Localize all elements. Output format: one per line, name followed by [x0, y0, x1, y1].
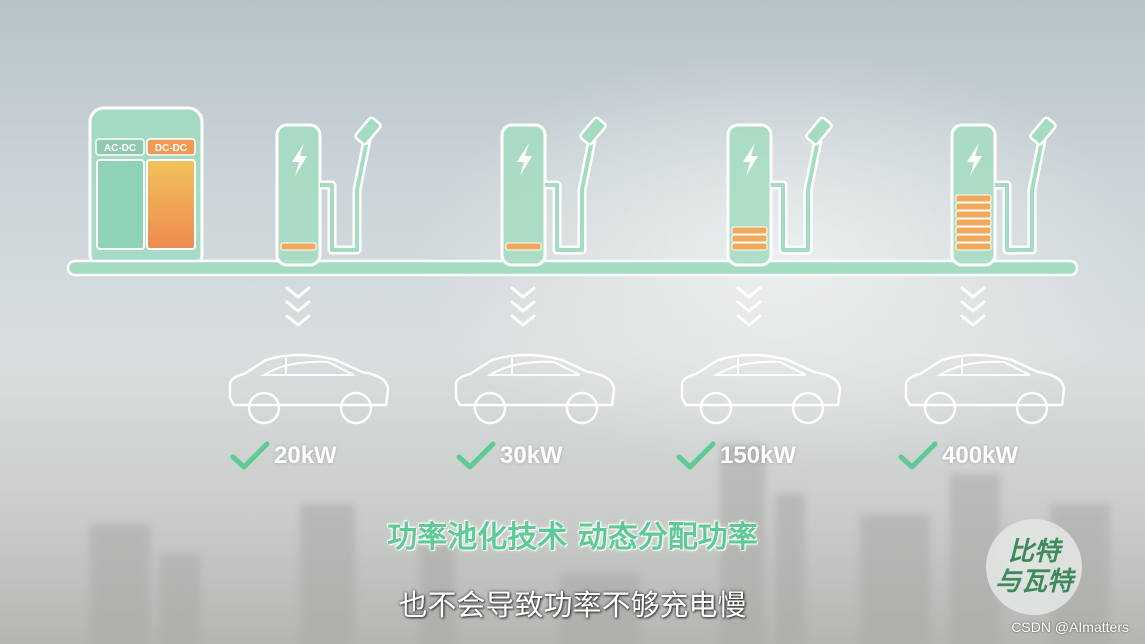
highlight-caption: 功率池化技术 动态分配功率 — [387, 520, 758, 555]
logo-line-1: 比特 — [1007, 537, 1060, 567]
station-2-status: 30kW — [456, 438, 563, 474]
ac-dc-tag — [95, 138, 145, 156]
charger-plug-icon — [805, 116, 833, 146]
chevron-down-icon — [960, 314, 986, 327]
car-icon — [454, 353, 616, 425]
power-block — [955, 194, 992, 203]
power-block — [731, 242, 768, 251]
car-icon — [904, 353, 1066, 425]
power-bus-bar — [66, 259, 1079, 277]
chevron-down-icon — [736, 314, 762, 327]
charger-cable — [771, 139, 820, 252]
station-1-status: 20kW — [230, 438, 337, 474]
dc-dc-tag — [146, 138, 196, 156]
charger-cable — [320, 139, 369, 252]
charger-cable — [995, 139, 1044, 252]
chevron-down-icon — [960, 300, 986, 313]
charger-plug-icon — [579, 116, 607, 146]
charger-cable-outline — [771, 139, 823, 255]
check-icon — [230, 441, 270, 470]
power-block — [955, 242, 992, 251]
power-block — [505, 242, 542, 251]
chevron-down-icon — [960, 286, 986, 299]
power-block — [280, 242, 317, 251]
chevron-down-icon — [285, 300, 311, 313]
station-4-status: 400kW — [898, 438, 1018, 474]
charger-cable-outline — [995, 139, 1047, 255]
ac-dc-unit — [96, 159, 145, 250]
station-1-power-label: 20kW — [274, 442, 337, 469]
brand-logo: 比特 与瓦特 — [986, 519, 1082, 615]
charger-pillar — [275, 123, 322, 267]
charging-station-4 — [950, 116, 1057, 327]
chevron-down-icon — [736, 286, 762, 299]
logo-line-2: 与瓦特 — [994, 567, 1073, 597]
car-icon — [680, 353, 842, 425]
chevron-down-icon — [285, 286, 311, 299]
car-icon — [228, 353, 390, 425]
dc-dc-unit — [146, 159, 196, 250]
check-icon — [676, 441, 716, 470]
check-icon — [456, 441, 496, 470]
subtitle-caption: 也不会导致功率不够充电慢 — [398, 588, 747, 622]
chevron-down-icon — [736, 300, 762, 313]
station-3-power-label: 150kW — [720, 442, 797, 469]
charger-pillar — [500, 123, 547, 267]
power-block — [955, 234, 992, 243]
ac-dc-label: AC-DC — [104, 143, 136, 154]
chevron-down-icon — [510, 300, 536, 313]
lightning-icon — [292, 143, 307, 176]
station-2-power-label: 30kW — [500, 442, 563, 469]
lightning-icon — [967, 143, 982, 176]
power-block — [955, 226, 992, 235]
power-block — [955, 210, 992, 219]
watermark: CSDN @AImatters — [1011, 619, 1129, 635]
charging-station-2 — [500, 116, 607, 327]
charging-station-1 — [275, 116, 382, 327]
dc-dc-label: DC-DC — [155, 143, 187, 154]
station-4-power-label: 400kW — [942, 442, 1019, 469]
power-block — [731, 226, 768, 235]
power-status-row: 20kW 30kW 150kW 400kW — [230, 438, 1090, 474]
power-module-cabinet: AC-DC DC-DC — [88, 106, 204, 270]
chevron-down-icon — [510, 286, 536, 299]
charger-cable — [545, 139, 594, 252]
charger-plug-icon — [354, 116, 382, 146]
charger-cable-outline — [545, 139, 597, 255]
power-block — [955, 202, 992, 211]
charging-station-3 — [726, 116, 833, 327]
charger-cable-outline — [320, 139, 372, 255]
chevron-down-icon — [510, 314, 536, 327]
lightning-icon — [743, 143, 758, 176]
check-icon — [898, 441, 938, 470]
charger-plug-icon — [1029, 116, 1057, 146]
power-block — [731, 234, 768, 243]
chevron-down-icon — [285, 314, 311, 327]
power-block — [955, 218, 992, 227]
station-3-status: 150kW — [676, 438, 796, 474]
lightning-icon — [517, 143, 532, 176]
